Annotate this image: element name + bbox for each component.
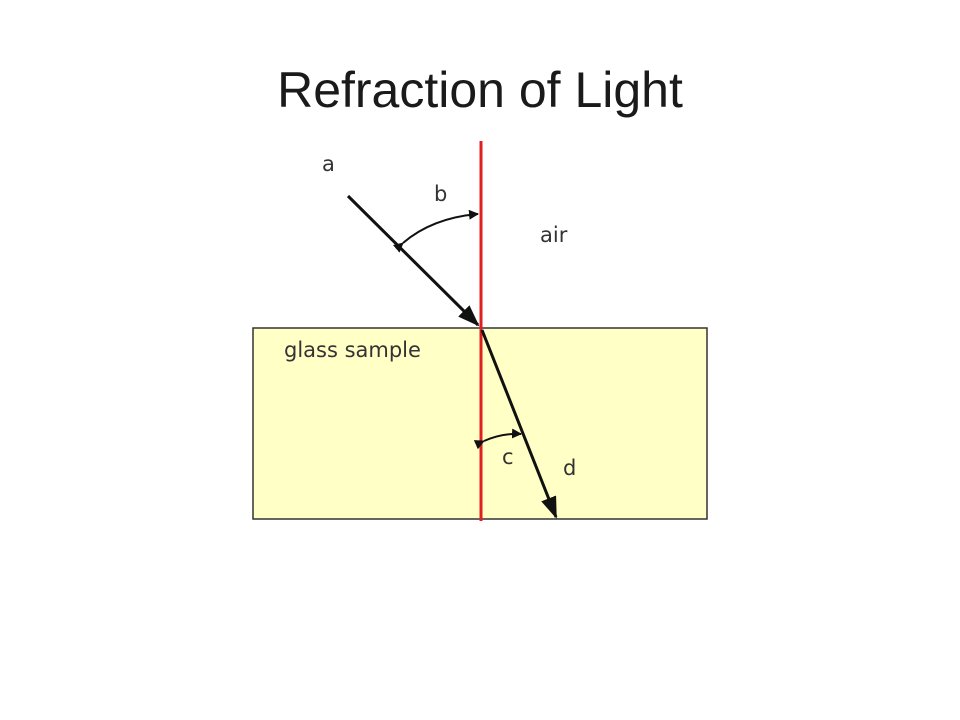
label-refracted-ray: d bbox=[563, 456, 576, 480]
angle-c-arc bbox=[473, 428, 522, 450]
slide-title: Refraction of Light bbox=[277, 62, 683, 118]
label-glass-sample: glass sample bbox=[284, 338, 421, 362]
angle-b-arc bbox=[392, 209, 479, 253]
label-angle-of-incidence: b bbox=[434, 182, 447, 206]
label-air: air bbox=[540, 223, 568, 247]
label-incident-ray: a bbox=[322, 152, 335, 176]
incident-ray bbox=[346, 194, 480, 327]
refracted-ray bbox=[480, 329, 558, 519]
label-angle-of-refraction: c bbox=[502, 445, 514, 469]
